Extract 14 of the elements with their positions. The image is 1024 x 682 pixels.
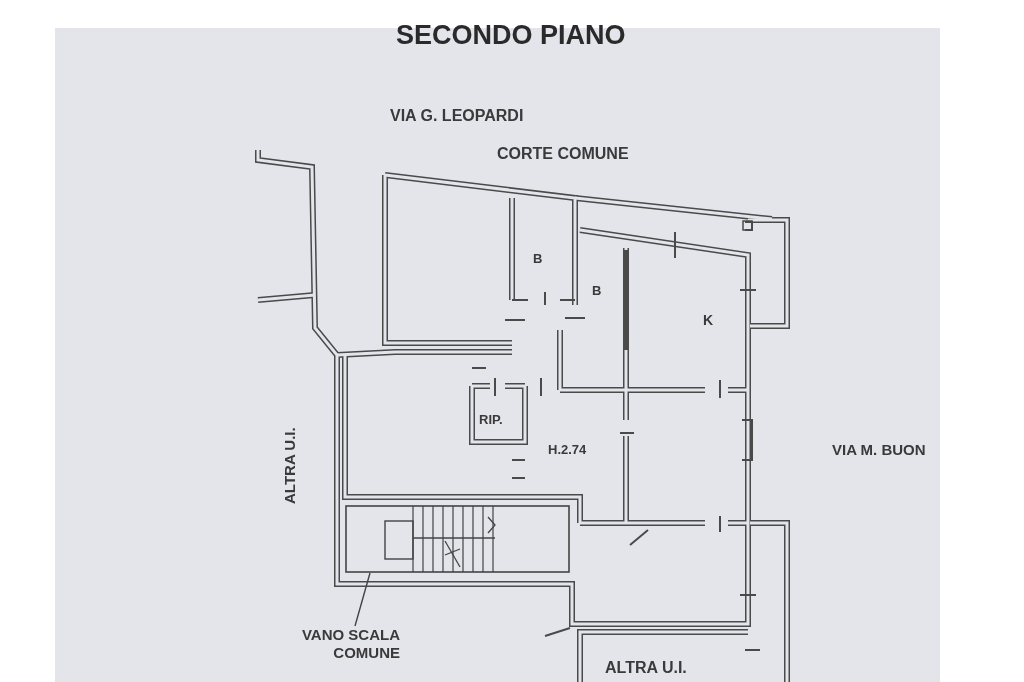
plan-label: VIA G. LEOPARDI bbox=[390, 108, 524, 124]
plan-label: RIP. bbox=[479, 413, 503, 426]
plan-label: B bbox=[592, 284, 602, 297]
plan-label: B bbox=[533, 252, 543, 265]
plan-title: SECONDO PIANO bbox=[396, 22, 626, 49]
plan-label: H.2.74 bbox=[548, 443, 587, 456]
plan-label: ALTRA U.I. bbox=[605, 660, 687, 676]
staircase-drawing bbox=[345, 505, 570, 573]
room-label: VANO SCALA COMUNE bbox=[282, 626, 400, 662]
plan-label: CORTE COMUNE bbox=[497, 146, 629, 162]
plan-label: ALTRA U.I. bbox=[282, 427, 297, 504]
leader-line bbox=[354, 572, 371, 627]
plan-label: VIA M. BUON bbox=[832, 442, 926, 457]
plan-label: K bbox=[703, 313, 714, 327]
